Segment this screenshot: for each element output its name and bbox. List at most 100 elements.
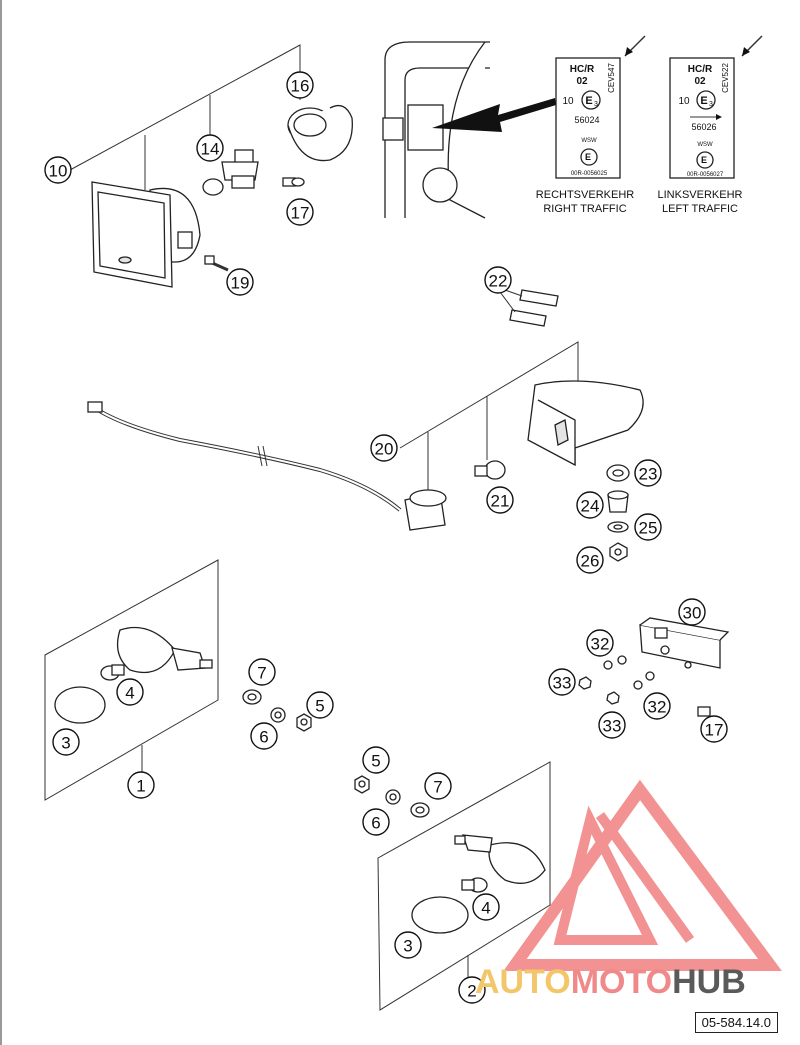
license-plate-light-group [578,617,730,717]
callout-17: 17 [700,715,728,743]
callout-5: 5 [306,691,334,719]
headlight-group [69,44,353,288]
callout-17: 17 [286,198,314,226]
plate-right-code: 56024 [574,115,599,125]
callout-3: 3 [394,931,422,959]
turn-signal-right-hardware [354,775,430,818]
callout-25: 25 [634,513,662,541]
tail-light-housing [527,380,644,467]
turn-signal-left-group [44,559,219,801]
watermark-text-auto: AUTO [475,963,571,1001]
callout-label: 32 [591,635,610,654]
plate-right-mark: E [585,95,592,107]
plate-right-side-code: CEV547 [607,63,616,93]
callout-label: 32 [648,698,667,717]
callout-label: 25 [639,519,658,538]
callout-label: 17 [705,721,724,740]
plate-right-caption-de: RECHTSVERKEHR [536,189,634,201]
callout-20: 20 [370,434,398,462]
callout-2: 2 [458,976,486,1004]
callout-label: 19 [231,274,250,293]
headlight-rear-detail [382,41,556,219]
plate-right-traffic: HC/R 02 10 E 3 56024 CEV547 WSW E 00R-00… [536,35,646,215]
callout-1: 1 [127,771,155,799]
callout-label: 4 [125,684,134,703]
turn-signal-left-hardware [242,689,312,732]
callout-label: 14 [201,140,220,159]
callout-label: 33 [553,674,572,693]
callout-label: 5 [371,752,380,771]
plate-right-mark-small: E [585,152,591,162]
callout-label: 33 [603,717,622,736]
callout-label: 17 [291,204,310,223]
callout-label: 7 [257,664,266,683]
callout-label: 6 [259,728,268,747]
callout-label: 26 [581,552,600,571]
callout-label: 16 [291,77,310,96]
callout-label: 10 [49,162,68,181]
washer-small [603,660,613,670]
callout-3: 3 [52,728,80,756]
plate-left-code: 56026 [691,122,716,132]
pointer-arrow [432,98,556,132]
callout-label: 21 [491,492,510,511]
callout-label: 5 [315,697,324,716]
plate-right-small-code: 00R-0056025 [571,171,608,177]
callout-24: 24 [576,491,604,519]
tail-light-group [87,341,644,562]
watermark-logo [503,779,782,971]
plate-right-line1: HC/R [570,64,595,75]
callout-32: 32 [643,692,671,720]
turn-signal-lens-right [411,896,469,934]
plate-left-traffic: HC/R 02 10 E 3 56026 CEV522 WSW E 00R-00… [658,35,763,215]
plate-right-num: 10 [562,96,574,107]
callout-19: 19 [226,268,254,296]
callout-label: 23 [639,465,658,484]
watermark-text-moto: MOTO [571,963,672,1001]
callout-label: 30 [683,604,702,623]
callout-26: 26 [576,546,604,574]
plate-left-small-label: WSW [697,142,713,148]
callout-4: 4 [116,678,144,706]
callout-label: 2 [467,982,476,1001]
drawing-number: 05-584.14.0 [694,1012,778,1033]
callout-22: 22 [484,266,512,294]
plate-right-mark-sub: 3 [594,101,598,108]
callout-14: 14 [196,134,224,162]
plate-left-caption-de: LINKSVERKEHR [658,189,743,201]
turn-signal-lens [54,686,106,724]
callout-label: 20 [375,440,394,459]
callout-7: 7 [424,772,452,800]
callout-label: 24 [581,497,600,516]
callout-label: 7 [433,778,442,797]
plate-left-mark: E [700,95,707,107]
callout-6: 6 [362,808,390,836]
callout-10: 10 [44,156,72,184]
headlight-housing [91,181,201,288]
callout-label: 3 [403,937,412,956]
headlight-bulb [202,149,259,196]
callout-21: 21 [486,486,514,514]
watermark-text: AUTOMOTOHUB [475,963,746,1001]
plate-right-line2: 02 [576,76,588,87]
plate-left-line1: HC/R [688,64,713,75]
callout-7: 7 [248,658,276,686]
callout-32: 32 [586,629,614,657]
plate-left-caption-en: LEFT TRAFFIC [662,203,738,215]
plate-left-mark-sub: 3 [709,101,713,108]
watermark-text-hub: HUB [672,963,746,1001]
callout-label: 4 [481,899,490,918]
callout-6: 6 [250,722,278,750]
plate-light-bulb [697,706,711,717]
callout-4: 4 [472,893,500,921]
plate-left-line2: 02 [694,76,706,87]
callout-label: 22 [489,272,508,291]
plate-left-small-code: 00R-0056027 [687,172,724,178]
plate-left-num: 10 [678,96,690,107]
headlight-ring [287,104,353,162]
callout-33: 33 [598,711,626,739]
plate-right-caption-en: RIGHT TRAFFIC [543,203,626,215]
screw [204,255,229,272]
